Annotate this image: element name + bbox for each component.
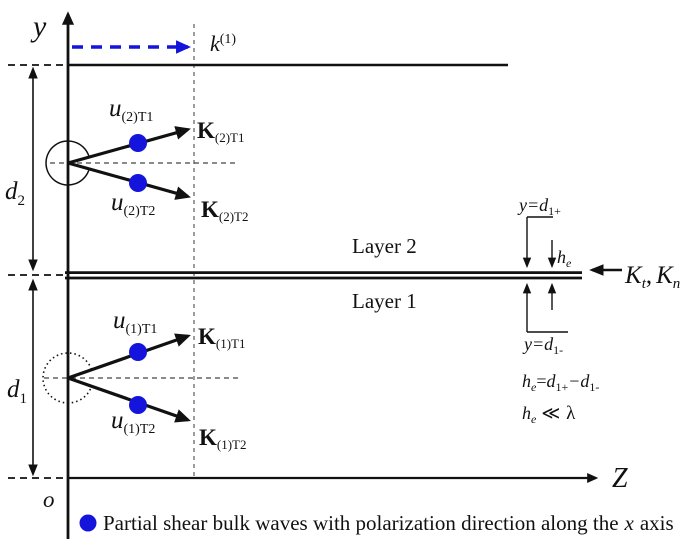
z-axis-label: Z [612, 463, 628, 494]
layer2-label: Layer 2 [352, 234, 417, 258]
he-equation-label: he=d1+−d1- [522, 371, 599, 394]
K2T2-label: K(2)T2 [201, 197, 249, 224]
legend-text: Partial shear bulk waves with polarizati… [103, 511, 674, 535]
u2T1-polarization-dot [129, 134, 147, 152]
u1T2-label: u(1)T2 [111, 407, 155, 437]
K2T2-wavevector-arrow [67, 161, 191, 200]
he-much-less-lambda-label: he≪λ [522, 403, 576, 426]
upper-fan-angle-arc [45, 140, 90, 186]
u2T1-label: u(2)T1 [109, 95, 153, 125]
u1T2-polarization-dot [129, 396, 147, 414]
u1T1-label: u(1)T1 [113, 307, 157, 337]
K2T1-label: K(2)T1 [197, 118, 245, 145]
origin-label: o [43, 487, 55, 512]
K1T1-label: K(1)T1 [198, 324, 246, 351]
u2T2-label: u(2)T2 [111, 189, 155, 219]
he-gap-label: he [557, 247, 572, 270]
u2T2-polarization-dot [129, 174, 147, 192]
kt-kn-label: Kt,Kn [624, 262, 680, 292]
y-axis-label: y [30, 10, 47, 43]
layer1-label: Layer 1 [352, 289, 417, 313]
K1T1-wavevector-arrow [67, 333, 191, 380]
d1-dimension-label: d1 [7, 376, 27, 407]
y-equals-d1plus-label: y=d1+ [517, 195, 561, 218]
incident-wavevector-label: k(1) [210, 31, 236, 56]
K1T2-label: K(1)T2 [199, 425, 247, 452]
u1T1-polarization-dot [129, 343, 147, 361]
d2-dimension-label: d2 [5, 178, 25, 209]
K2T1-wavevector-arrow [67, 126, 191, 165]
legend-polarization-dot-icon [79, 514, 97, 532]
y-equals-d1minus-label: y=d1- [522, 334, 563, 357]
K1T2-wavevector-arrow [67, 376, 191, 423]
